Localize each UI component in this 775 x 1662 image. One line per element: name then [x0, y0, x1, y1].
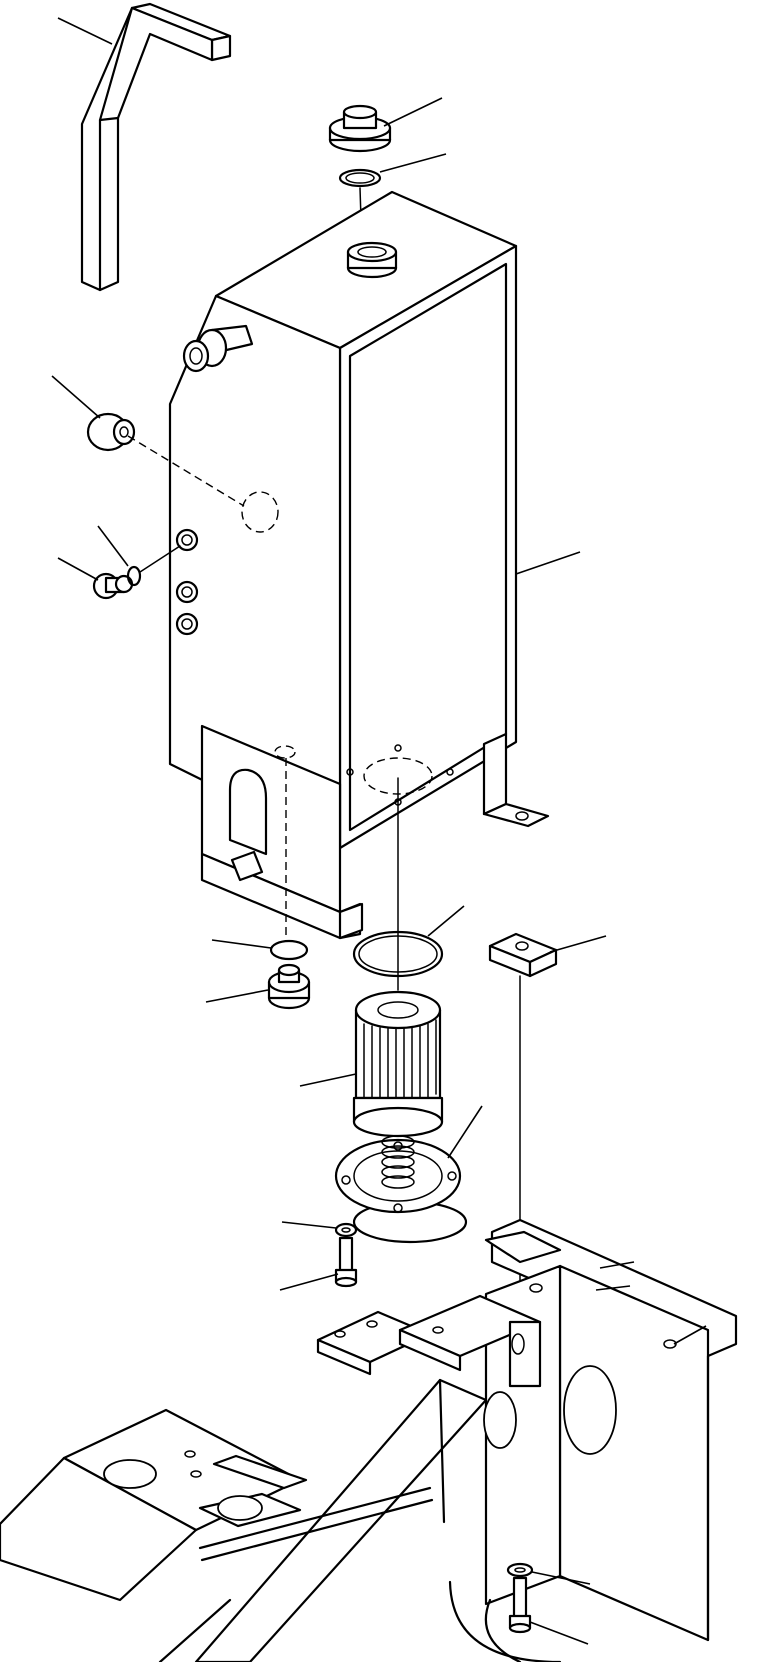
plug-lower-washer — [97, 525, 181, 587]
side-port-fitting — [182, 324, 254, 373]
filter-spring — [381, 1135, 415, 1189]
plug-lower — [57, 557, 134, 600]
tank-mounting-leg-right — [482, 732, 550, 828]
hydraulic-tank — [168, 190, 581, 850]
mount-washer — [506, 1562, 591, 1585]
drain-plug — [205, 963, 311, 1010]
machine-frame — [0, 1218, 738, 1662]
filter-gasket — [352, 905, 465, 978]
handle-bar — [57, 2, 232, 292]
filler-o-ring — [338, 153, 447, 188]
cover-washer — [281, 1221, 358, 1238]
tank-mounting-leg-left — [200, 724, 364, 940]
clamp-block — [488, 932, 607, 978]
mount-bolt — [508, 1576, 589, 1645]
drain-o-ring — [211, 939, 309, 961]
filter-cover — [334, 1105, 483, 1244]
hidden-port — [241, 491, 279, 533]
filler-cap — [328, 97, 443, 153]
side-wall-bosses — [175, 528, 199, 636]
filter-pleats — [363, 1019, 437, 1103]
plug-upper — [51, 375, 245, 507]
cover-bolt — [279, 1236, 358, 1291]
filter-element — [299, 990, 444, 1138]
